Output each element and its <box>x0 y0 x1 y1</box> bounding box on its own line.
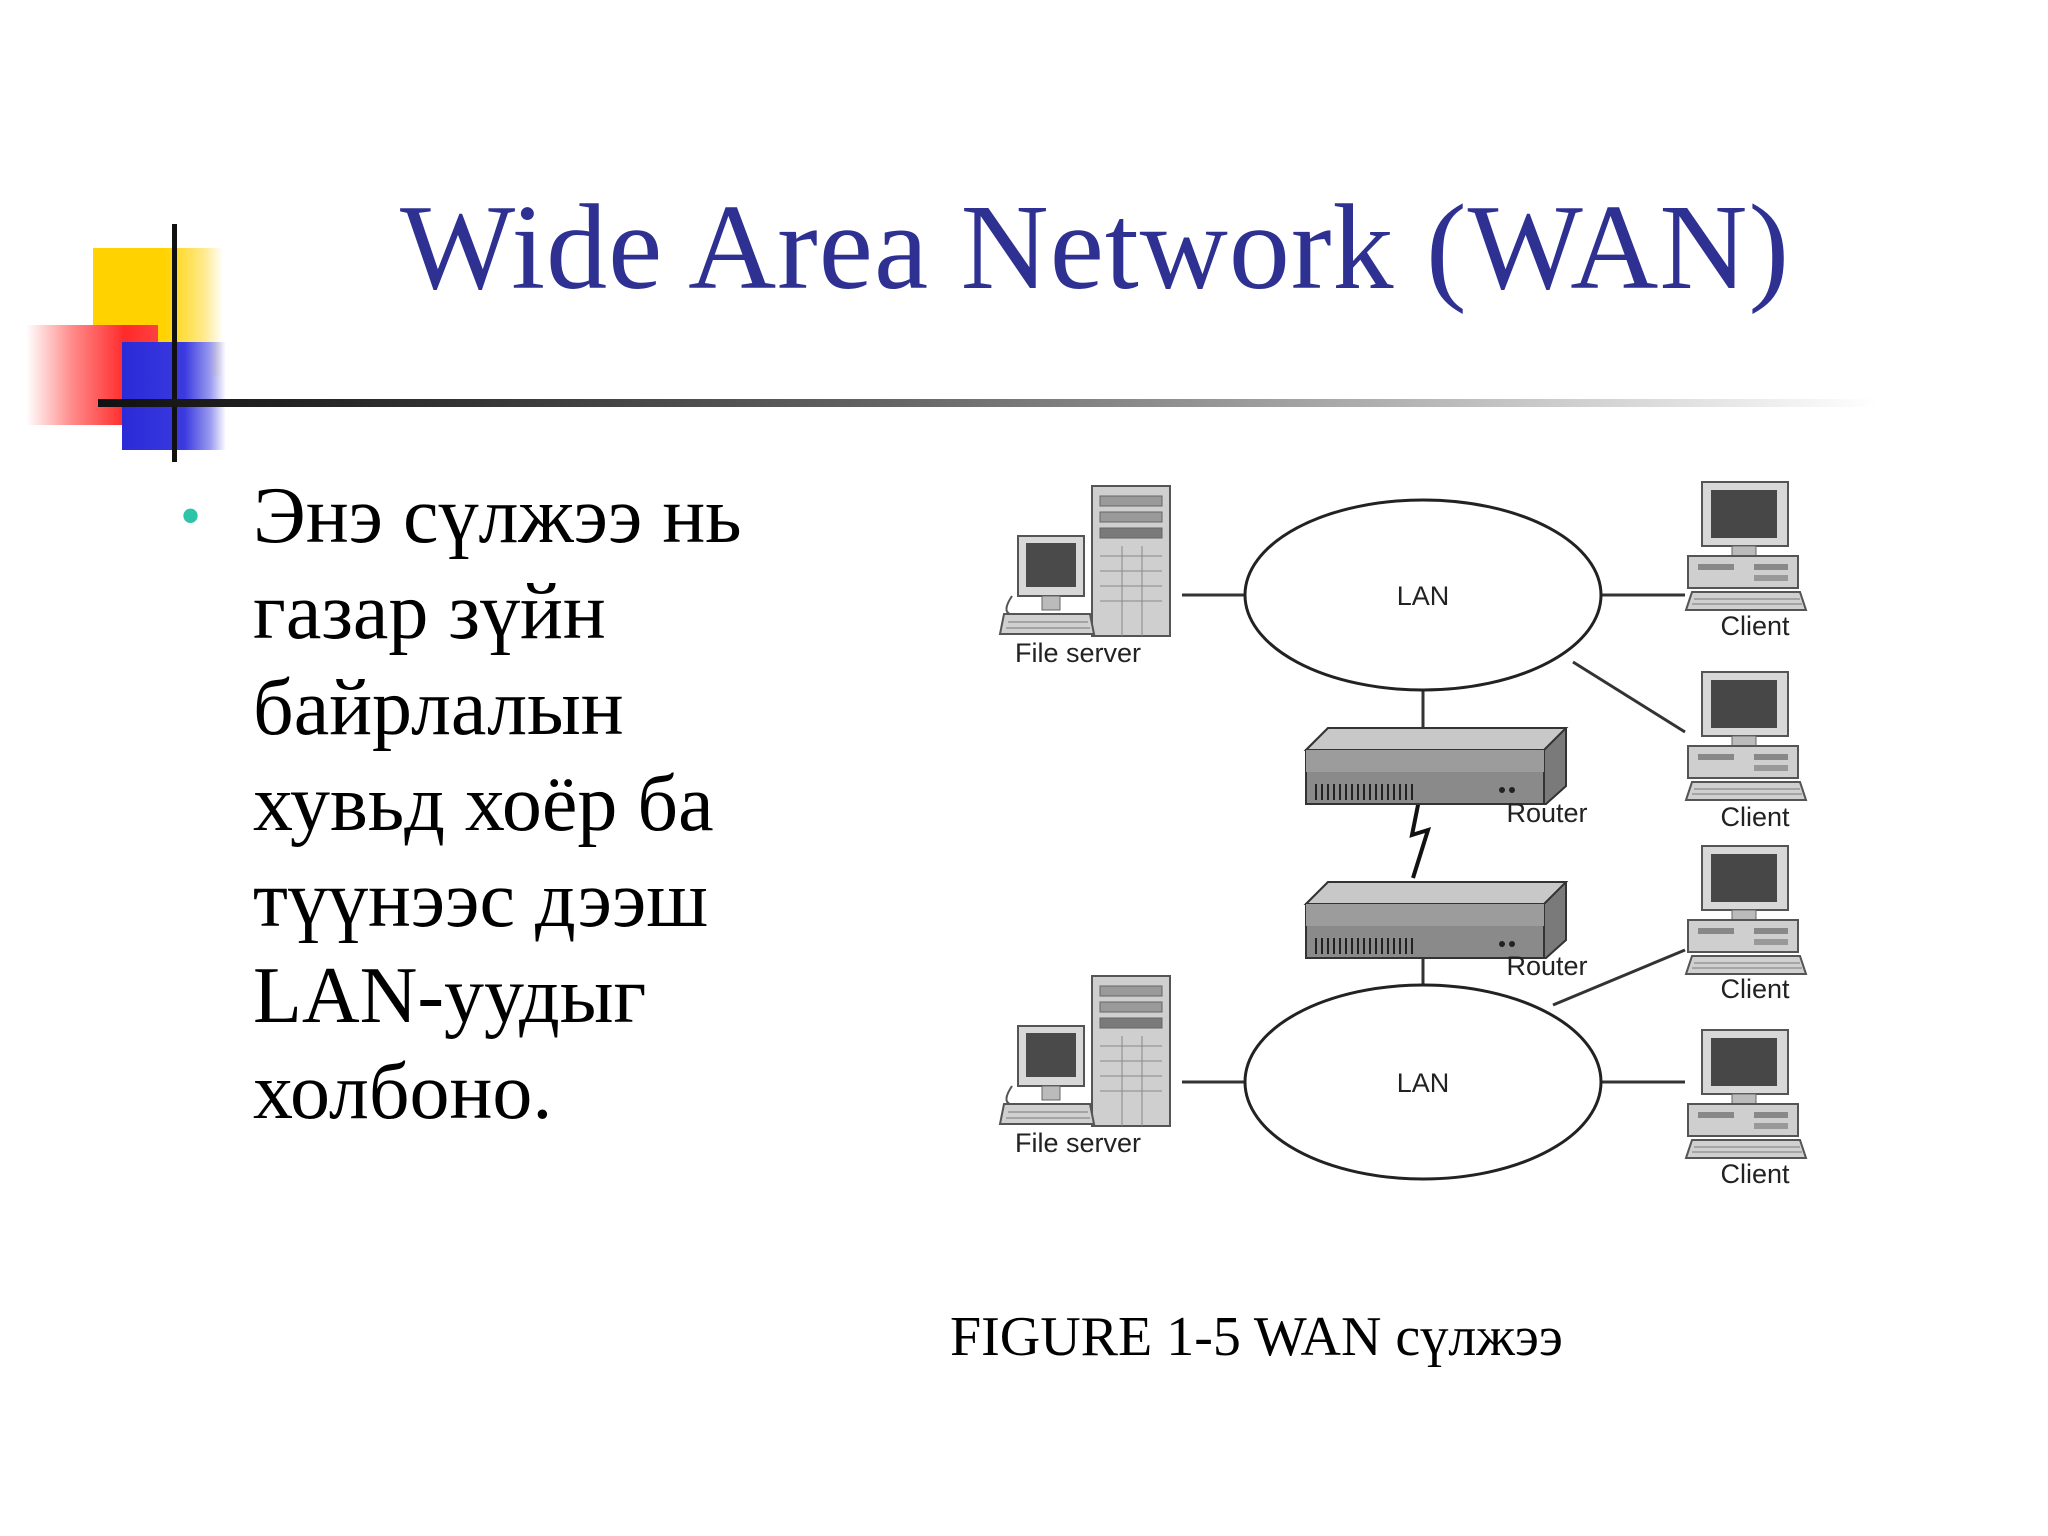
client-label: Client <box>1720 974 1790 1004</box>
lan-top-label: LAN <box>1397 581 1450 611</box>
bullet-line: түүнээс дээш <box>253 856 708 944</box>
client-computer-icon <box>1685 1029 1807 1159</box>
bullet-line: холбоно. <box>253 1048 553 1136</box>
client-label: Client <box>1720 1159 1790 1189</box>
router-icon <box>1305 881 1567 959</box>
client-computer-icon <box>1685 845 1807 975</box>
link-top-client-2 <box>1572 660 1686 734</box>
client-computer-icon <box>1685 481 1807 611</box>
wan-diagram: LAN LAN File server File server Router R… <box>999 481 1807 1189</box>
file-server-icon <box>999 975 1171 1127</box>
file-server-icon <box>999 485 1171 637</box>
bullet-line: Энэ сүлжээ нь <box>253 472 742 560</box>
figure-caption: FIGURE 1-5 WAN сүлжээ <box>950 1306 1563 1368</box>
lan-bottom-label: LAN <box>1397 1068 1450 1098</box>
file-server-label-bottom: File server <box>1015 1128 1141 1158</box>
router-label-bottom: Router <box>1506 951 1587 981</box>
title-underline <box>98 399 1878 407</box>
wan-link-icon <box>1409 799 1432 879</box>
link-bottom-client-1 <box>1552 948 1686 1007</box>
bullet-line: LAN-уудыг <box>253 952 647 1040</box>
bullet-line: байрлалын <box>253 664 624 752</box>
client-label: Client <box>1720 611 1790 641</box>
bullet-line: газар зүйн <box>253 568 606 656</box>
bullet-line: хувьд хоёр ба <box>253 760 714 848</box>
client-computer-icon <box>1685 671 1807 801</box>
lan-bottom-ellipse <box>1243 983 1603 1181</box>
bullet-marker: • <box>180 483 202 549</box>
router-label-top: Router <box>1506 798 1587 828</box>
decor-vertical-line <box>172 224 177 462</box>
file-server-label-top: File server <box>1015 638 1141 668</box>
router-icon <box>1305 727 1567 805</box>
lan-top-ellipse <box>1243 498 1603 692</box>
client-label: Client <box>1720 802 1790 832</box>
bullet-text: Энэ сүлжээ нь газар зүйн байрлалын хувьд… <box>253 468 813 1140</box>
page-title: Wide Area Network (WAN) <box>400 180 1791 315</box>
